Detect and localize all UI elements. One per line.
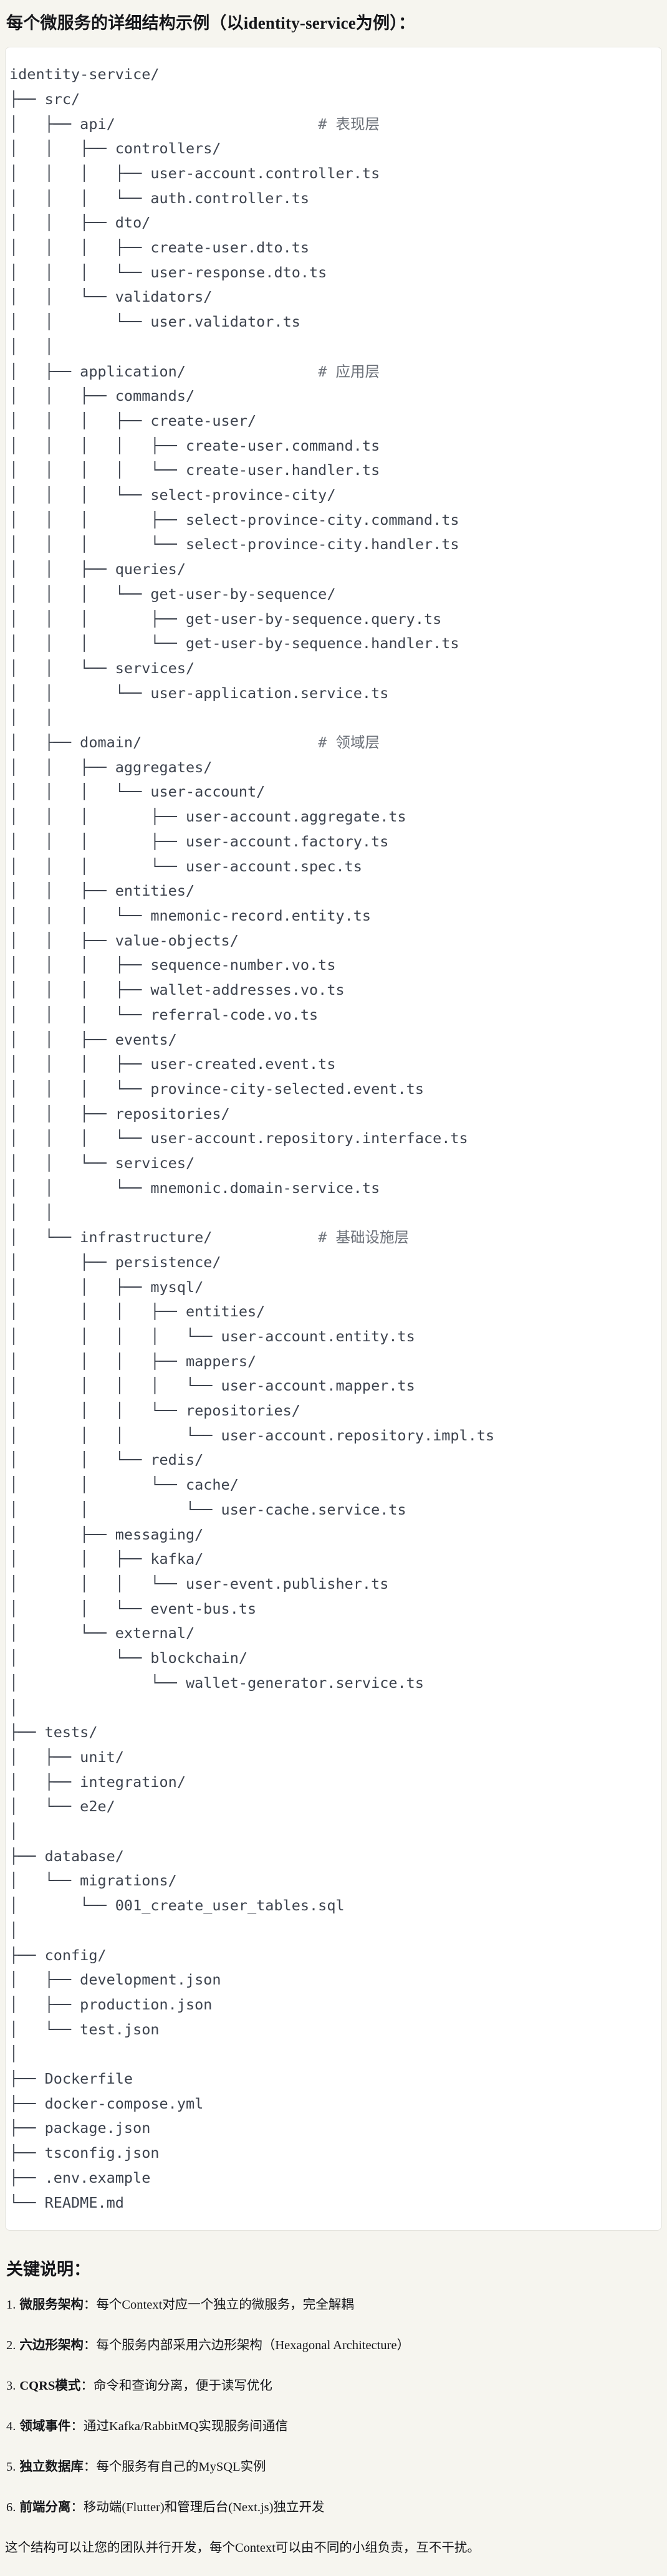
note-item: 2.六边形架构：每个服务内部采用六边形架构（Hexagonal Architec… xyxy=(6,2337,662,2355)
note-description: ：移动端(Flutter)和管理后台(Next.js)独立开发 xyxy=(70,2501,325,2515)
note-item: 5.独立数据库：每个服务有自己的MySQL实例 xyxy=(6,2458,662,2476)
note-number: 1. xyxy=(6,2298,16,2312)
note-term: 微服务架构 xyxy=(19,2298,84,2312)
note-term: 六边形架构 xyxy=(19,2339,84,2353)
note-number: 5. xyxy=(6,2460,16,2474)
notes-heading: 关键说明： xyxy=(6,2260,90,2279)
tree-layer-comment: # 领域层 xyxy=(318,734,380,752)
note-item: 3.CQRS模式：命令和查询分离，便于读写优化 xyxy=(6,2377,662,2395)
note-number: 4. xyxy=(6,2420,16,2434)
page-title: 每个微服务的详细结构示例（以identity-service为例）： xyxy=(6,14,416,32)
note-description: ：每个服务有自己的MySQL实例 xyxy=(83,2460,266,2474)
closing-paragraph: 这个结构可以让您的团队并行开发，每个Context可以由不同的小组负责，互不干扰… xyxy=(5,2541,480,2555)
note-item: 4.领域事件：通过Kafka/RabbitMQ实现服务间通信 xyxy=(6,2418,662,2436)
note-number: 3. xyxy=(6,2379,16,2393)
note-description: ：每个Context对应一个独立的微服务，完全解耦 xyxy=(83,2298,354,2312)
note-item: 6.前端分离：移动端(Flutter)和管理后台(Next.js)独立开发 xyxy=(6,2499,662,2517)
note-term: CQRS模式 xyxy=(19,2379,81,2393)
note-term: 独立数据库 xyxy=(19,2460,84,2474)
tree-layer-comment: # 基础设施层 xyxy=(318,1228,409,1247)
tree-layer-comment: # 应用层 xyxy=(318,362,380,380)
key-notes-list: 1.微服务架构：每个Context对应一个独立的微服务，完全解耦 2.六边形架构… xyxy=(5,2296,662,2517)
file-tree-code-block: identity-service/ ├── src/ │ ├── api/ # … xyxy=(5,47,662,2231)
note-item: 1.微服务架构：每个Context对应一个独立的微服务，完全解耦 xyxy=(6,2296,662,2314)
note-number: 2. xyxy=(6,2339,16,2353)
note-number: 6. xyxy=(6,2501,16,2515)
tree-layer-comment: # 表现层 xyxy=(318,115,380,133)
note-term: 前端分离 xyxy=(19,2501,71,2515)
note-description: ：每个服务内部采用六边形架构（Hexagonal Architecture） xyxy=(83,2339,410,2353)
note-term: 领域事件 xyxy=(19,2420,71,2434)
note-description: ：命令和查询分离，便于读写优化 xyxy=(80,2379,272,2393)
note-description: ：通过Kafka/RabbitMQ实现服务间通信 xyxy=(70,2420,288,2434)
